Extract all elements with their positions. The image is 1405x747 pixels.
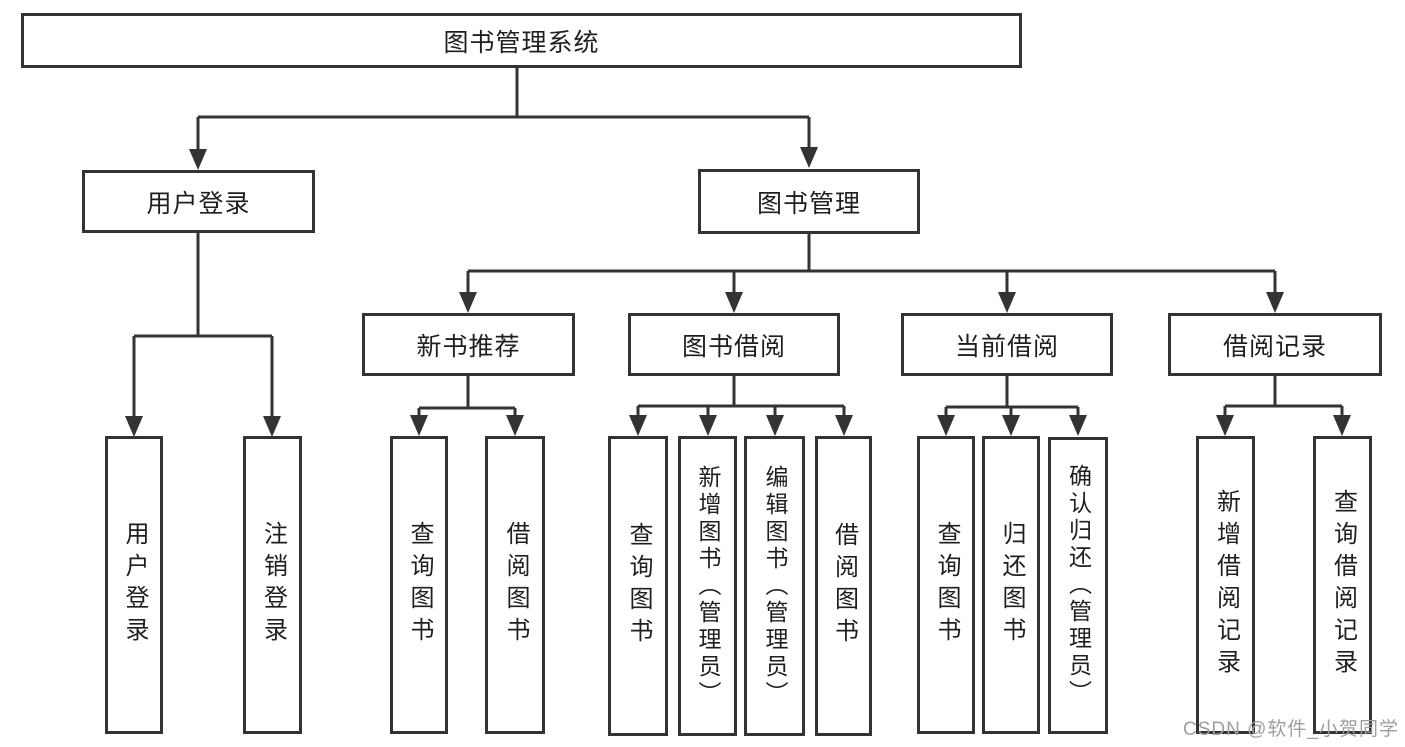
arrowhead <box>459 292 477 313</box>
arrowhead <box>1216 415 1234 436</box>
arrowhead <box>800 147 818 168</box>
arrowhead <box>699 415 717 436</box>
arrowhead <box>835 415 853 436</box>
node-user-login: 用户登录 <box>82 170 315 233</box>
arrowhead <box>725 292 743 313</box>
leaf-borrow-book-borrow: 借阅图书 <box>815 436 872 736</box>
leaf-borrow-book-newbook: 借阅图书 <box>485 436 545 734</box>
arrowhead <box>263 416 281 437</box>
arrowhead <box>189 149 207 170</box>
leaf-logout: 注销登录 <box>243 436 302 734</box>
leaf-query-book-borrow: 查询图书 <box>608 436 668 736</box>
leaf-user-login: 用户登录 <box>105 436 163 734</box>
arrowhead <box>1333 415 1351 436</box>
leaf-add-book-admin: 新增图书（管理员） <box>678 436 737 736</box>
arrowhead <box>766 415 784 436</box>
arrowhead <box>506 415 524 436</box>
arrowhead <box>410 415 428 436</box>
node-book-management: 图书管理 <box>698 169 920 234</box>
leaf-confirm-return-admin: 确认归还（管理员） <box>1048 437 1108 734</box>
leaf-query-borrow-record: 查询借阅记录 <box>1313 436 1372 734</box>
arrowhead <box>998 292 1016 313</box>
node-new-book-recommend: 新书推荐 <box>362 313 575 376</box>
leaf-add-borrow-record: 新增借阅记录 <box>1196 436 1255 734</box>
arrowhead <box>629 415 647 436</box>
node-root: 图书管理系统 <box>21 13 1022 68</box>
leaf-edit-book-admin: 编辑图书（管理员） <box>744 436 805 736</box>
arrowhead <box>1266 292 1284 313</box>
leaf-query-book-newbook: 查询图书 <box>390 436 448 734</box>
arrowhead <box>937 415 955 436</box>
arrowhead <box>1069 415 1087 436</box>
arrowhead <box>125 416 143 437</box>
node-book-borrow: 图书借阅 <box>628 313 840 376</box>
node-borrow-records: 借阅记录 <box>1168 313 1382 376</box>
leaf-query-book-current: 查询图书 <box>917 436 975 734</box>
arrowhead <box>1002 415 1020 436</box>
leaf-return-book: 归还图书 <box>982 436 1040 734</box>
node-current-borrow: 当前借阅 <box>901 313 1113 376</box>
watermark: CSDN @软件_小贺同学 <box>1183 719 1399 740</box>
